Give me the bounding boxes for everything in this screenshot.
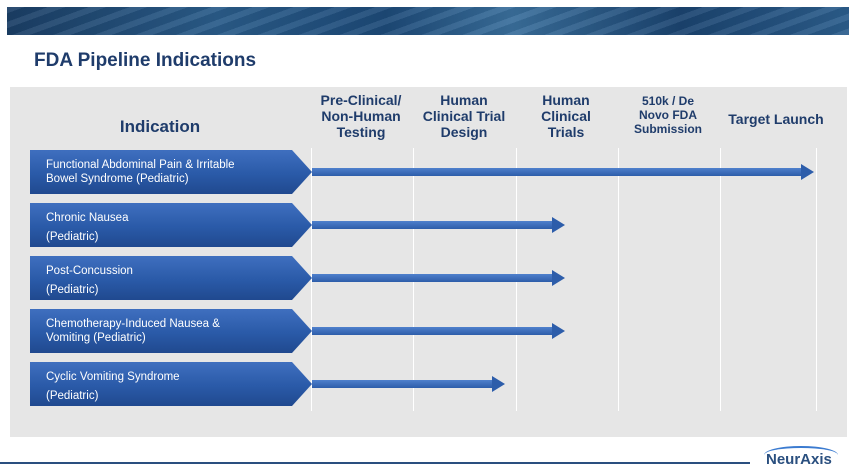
progress-arrow bbox=[312, 376, 505, 392]
indication-label: Chemotherapy-Induced Nausea & bbox=[46, 318, 220, 330]
logo-swoosh-icon bbox=[764, 446, 838, 464]
indication-chevron: Cyclic Vomiting Syndrome (Pediatric) bbox=[30, 362, 312, 406]
indication-chevron: Post-Concussion (Pediatric) bbox=[30, 256, 312, 300]
company-logo: NeurAxis bbox=[766, 451, 832, 468]
indication-label: Vomiting (Pediatric) bbox=[46, 332, 146, 344]
indication-label: Cyclic Vomiting Syndrome bbox=[46, 371, 180, 383]
column-divider bbox=[816, 148, 817, 411]
progress-arrow bbox=[312, 323, 565, 339]
column-divider bbox=[720, 148, 721, 411]
header-banner bbox=[7, 7, 849, 35]
indication-label: Post-Concussion bbox=[46, 265, 133, 277]
progress-arrow bbox=[312, 270, 565, 286]
header-target-launch: Target Launch bbox=[728, 111, 824, 127]
footer-divider bbox=[0, 462, 750, 464]
indication-label: (Pediatric) bbox=[46, 390, 99, 402]
column-divider bbox=[311, 148, 312, 411]
progress-arrow bbox=[312, 164, 814, 180]
indication-chevron: Chemotherapy-Induced Nausea & Vomiting (… bbox=[30, 309, 312, 353]
indication-chevron: Chronic Nausea (Pediatric) bbox=[30, 203, 312, 247]
column-divider bbox=[618, 148, 619, 411]
indication-label: Functional Abdominal Pain & Irritable bbox=[46, 159, 235, 171]
page-title: FDA Pipeline Indications bbox=[34, 50, 257, 71]
indication-label: Chronic Nausea bbox=[46, 212, 129, 224]
indication-chevron: Functional Abdominal Pain & Irritable Bo… bbox=[30, 150, 312, 194]
indication-label: (Pediatric) bbox=[46, 231, 99, 243]
indication-label: (Pediatric) bbox=[46, 284, 99, 296]
indication-label: Bowel Syndrome (Pediatric) bbox=[46, 173, 189, 185]
progress-arrow bbox=[312, 217, 565, 233]
header-indication: Indication bbox=[119, 117, 201, 136]
